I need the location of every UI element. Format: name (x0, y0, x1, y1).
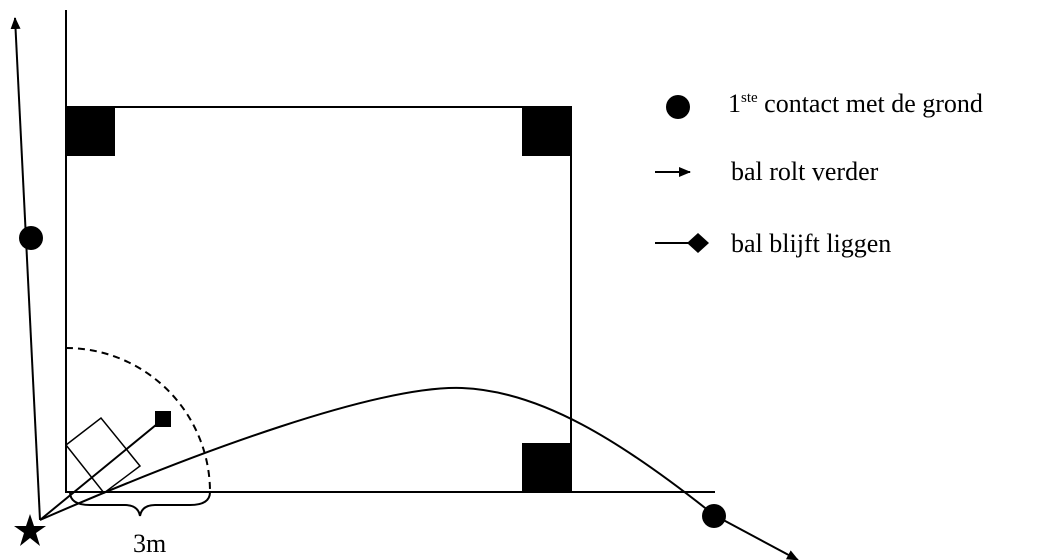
legend-first-contact-sup: ste (741, 90, 758, 106)
legend-first-contact: 1ste contact met de grond (728, 89, 983, 118)
infield-square (65, 106, 572, 493)
contact-dot-left (19, 226, 43, 250)
base-bottom-right (522, 443, 571, 492)
base-top-left (66, 107, 115, 156)
base-top-right (522, 107, 571, 156)
trajectory-up (10, 17, 41, 521)
legend-stays-down: bal blijft liggen (731, 229, 891, 258)
legend-first-contact-rest: contact met de grond (758, 89, 983, 118)
dimension-label: 3m (133, 529, 166, 558)
trajectory-curve (39, 386, 715, 521)
dashed-arc (65, 347, 211, 493)
star-icon (14, 514, 46, 546)
trajectory-roll (713, 514, 799, 560)
stop-marker (155, 411, 171, 427)
dimension-brace (69, 491, 211, 517)
legend-rolls-further: bal rolt verder (731, 157, 879, 186)
legend: 1ste contact met de grond bal rolt verde… (655, 89, 983, 258)
contact-dot-right (702, 504, 726, 528)
dot-icon (666, 95, 690, 119)
legend-first-contact-main: 1 (728, 89, 741, 118)
trajectory-short (39, 419, 163, 521)
diamond-icon (687, 233, 709, 253)
